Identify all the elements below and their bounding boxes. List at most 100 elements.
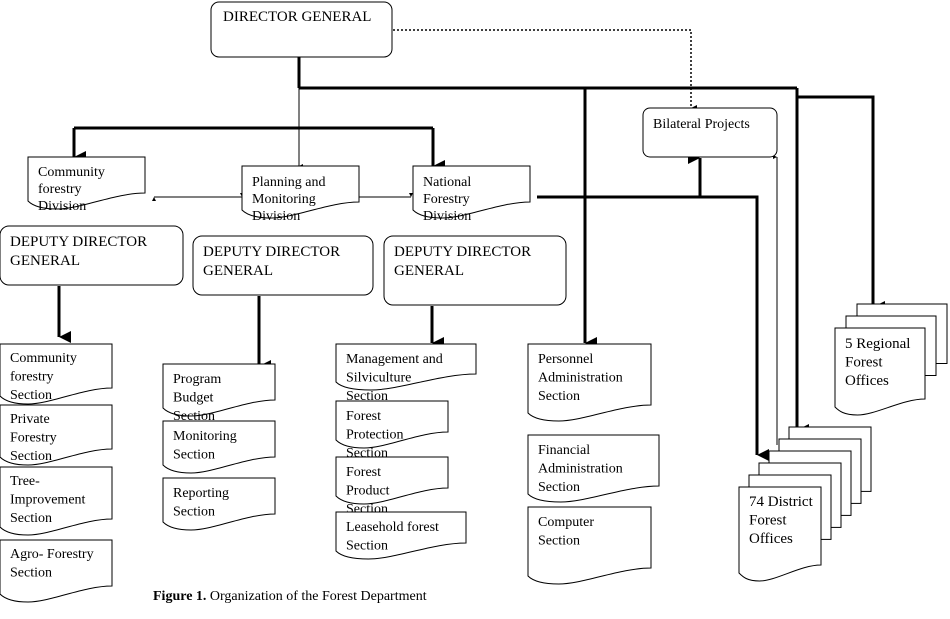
bilateral-projects-box-line: Bilateral Projects: [653, 117, 750, 132]
planning-section-3-line: Section: [173, 505, 215, 520]
admin-section-3-shape: [527, 506, 652, 585]
national-section-1-line: Management and: [346, 352, 443, 367]
community-section-2-line: Section: [10, 449, 52, 464]
planning-section-3-shape: [162, 477, 276, 531]
national-section-4-line: Section: [346, 539, 388, 554]
deputy-1-box: DEPUTY DIRECTOR GENERAL: [0, 225, 184, 286]
community-division-box-line: forestry: [38, 182, 82, 197]
community-section-2-shape: [0, 404, 113, 466]
planning-division-box-shape: [241, 165, 360, 219]
planning-section-2-line: Monitoring: [173, 429, 237, 444]
district-offices-stack-line: 74 District: [749, 494, 814, 510]
admin-section-1-shape: [527, 343, 652, 422]
planning-section-1-line: Section: [173, 409, 215, 424]
connectors: [57, 29, 885, 461]
figure-caption: Figure 1. Organization of the Forest Dep…: [153, 589, 427, 604]
community-section-4-line: Section: [10, 566, 52, 581]
national-division-box-shape: [412, 165, 531, 219]
national-division-box-line: Division: [423, 209, 471, 224]
community-section-3-shape: [0, 466, 113, 536]
bilateral-projects-box-shape: [642, 107, 778, 158]
planning-section-2-line: Section: [173, 448, 215, 463]
national-division-box-line: Forestry: [423, 192, 470, 207]
national-section-3-shape: [335, 456, 449, 505]
admin-section-3-line: Computer: [538, 515, 594, 530]
community-section-3-line: Improvement: [10, 493, 86, 508]
dg-to-bilateral-dotted: [377, 29, 697, 111]
district-offices-stack-sheet: [738, 486, 822, 582]
bus-to-regional-down: [795, 88, 885, 313]
national-section-4-line: Leasehold forest: [346, 520, 439, 535]
admin-section-2-line: Financial: [538, 443, 590, 458]
planning-section-2-shape: [162, 420, 276, 474]
planning-division-box-line: Division: [252, 209, 300, 224]
community-section-1-line: Community: [10, 351, 77, 366]
deputy-2-box-line: GENERAL: [203, 263, 273, 279]
deputy-3-box-shape: [383, 235, 567, 306]
national-section-3-line: Product: [346, 484, 390, 499]
community-division-box-line: Community: [38, 165, 105, 180]
community-division-box-shape: [27, 156, 146, 210]
planning-section-3-line: Reporting: [173, 486, 229, 501]
deputy-2-box-shape: [192, 235, 374, 296]
community-section-2-line: Forestry: [10, 431, 57, 446]
national-section-2-shape: [335, 400, 449, 449]
admin-section-2-shape: [527, 434, 660, 503]
boxes: DIRECTOR GENERAL Bilateral ProjectsCommun…: [0, 1, 948, 603]
admin-section-1-line: Section: [538, 389, 580, 404]
planning-division-box-line: Monitoring: [252, 192, 316, 207]
national-section-1-shape: [335, 343, 477, 391]
community-section-1-line: forestry: [10, 370, 54, 385]
national-division-box-line: National: [423, 175, 471, 190]
national-section-3-line: Forest: [346, 465, 381, 480]
director-general-box-line: DIRECTOR GENERAL: [223, 9, 371, 25]
admin-section-2-line: Section: [538, 480, 580, 495]
district-offices-stack-line: Forest: [749, 513, 787, 529]
community-section-3-line: Section: [10, 511, 52, 526]
community-section-1-shape: [0, 343, 113, 405]
deputy-2-box: DEPUTY DIRECTOR GENERAL: [192, 235, 374, 296]
deputy-3-box-line: GENERAL: [394, 263, 464, 279]
regional-offices-stack-line: Forest: [845, 355, 883, 371]
community-section-1-line: Section: [10, 388, 52, 403]
deputy-1-box-line: GENERAL: [10, 253, 80, 269]
community-division-box-line: Division: [38, 199, 86, 214]
community-section-3-line: Tree-: [10, 474, 40, 489]
admin-section-2-line: Administration: [538, 462, 623, 477]
deputy-1-box-shape: [0, 225, 184, 286]
admin-section-3-line: Section: [538, 534, 580, 549]
deputy-1-box-line: DEPUTY DIRECTOR: [10, 234, 147, 250]
planning-division-box-line: Planning and: [252, 175, 326, 190]
national-section-2-line: Forest: [346, 409, 381, 424]
planning-section-1-shape: [162, 363, 276, 417]
deputy-2-box-line: DEPUTY DIRECTOR: [203, 244, 340, 260]
national-section-1-line: Section: [346, 389, 388, 404]
director-general-box: DIRECTOR GENERAL: [210, 1, 393, 58]
community-section-4-line: Agro- Forestry: [10, 547, 94, 562]
regional-offices-stack-line: 5 Regional: [845, 336, 910, 352]
regional-offices-stack-sheet: [834, 327, 926, 416]
caption-text: Organization of the Forest Department: [206, 589, 426, 604]
bilateral-projects-box: Bilateral Projects: [642, 107, 778, 158]
planning-section-1-line: Budget: [173, 391, 214, 406]
admin-section-1-line: Personnel: [538, 352, 593, 367]
national-section-1-line: Silviculture: [346, 371, 411, 386]
